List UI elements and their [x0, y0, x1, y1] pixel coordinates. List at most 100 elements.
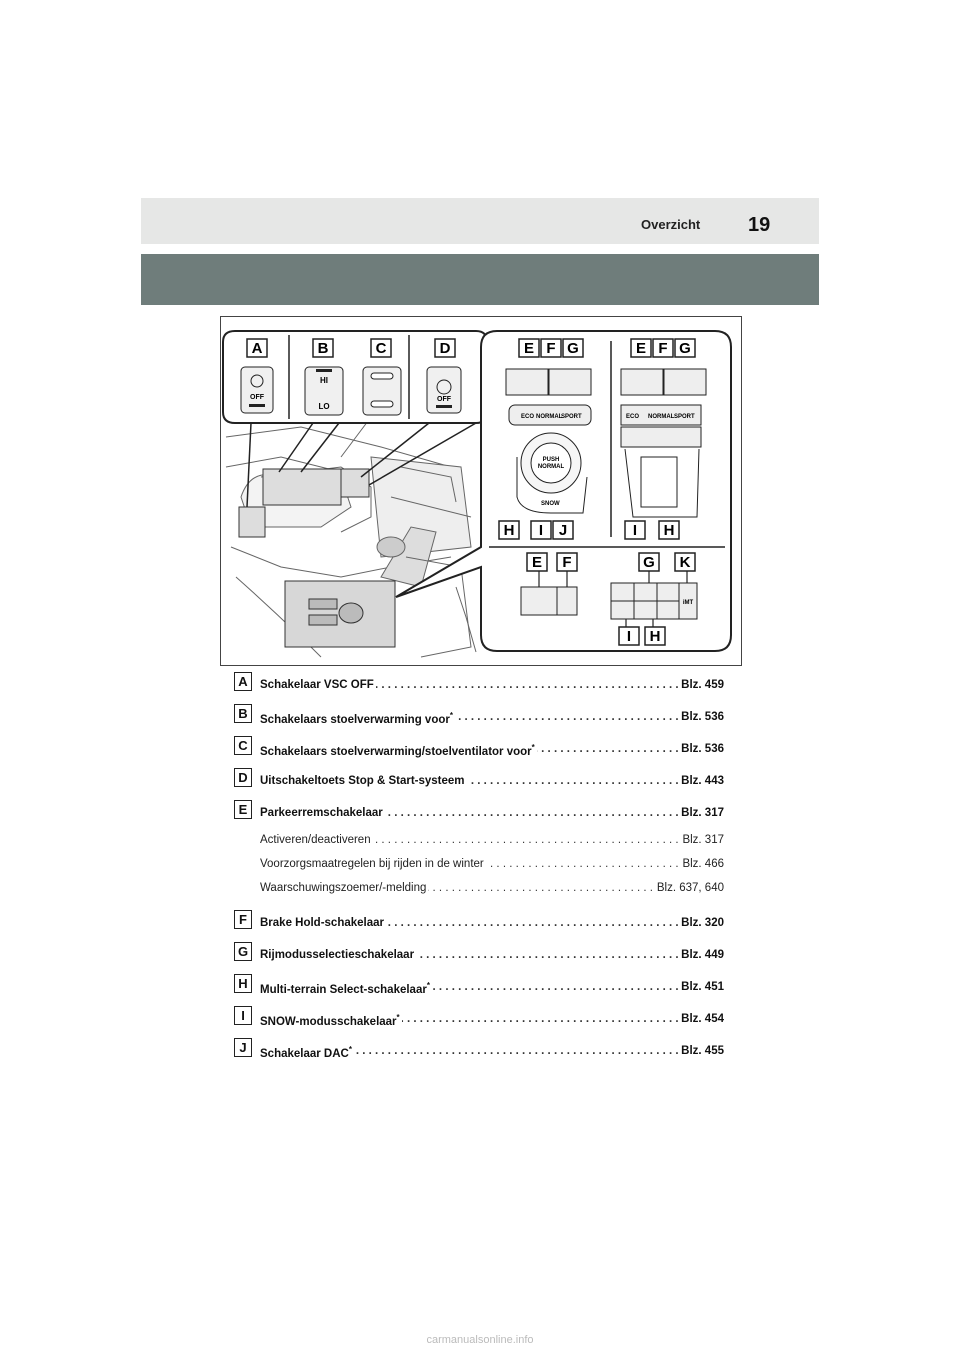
entry-page-ref[interactable]: Blz. 443 — [679, 775, 724, 787]
mode-selector-lower: iMT — [610, 582, 698, 620]
callout-G3: G — [638, 552, 660, 572]
svg-text:G: G — [679, 340, 691, 357]
entry-title-text: Schakelaar VSC OFF — [260, 679, 374, 691]
callout-E1: E — [518, 338, 540, 358]
entry-title-text: Uitschakeltoets Stop & Start-systeem — [260, 775, 465, 787]
callout-A: A — [246, 338, 268, 358]
callout-H3: H — [644, 626, 666, 646]
footnote-marker: * — [426, 981, 430, 990]
section-band — [141, 254, 819, 305]
svg-text:I: I — [627, 628, 631, 645]
svg-text:SPORT: SPORT — [561, 414, 582, 420]
entry-title-text: Parkeerremschakelaar — [260, 807, 383, 819]
dashboard-figure: OFF HI LO OFF ECO N — [220, 316, 742, 666]
svg-text:G: G — [643, 554, 655, 571]
callout-F2: F — [652, 338, 674, 358]
page-number: 19 — [748, 214, 771, 236]
svg-text:F: F — [562, 554, 571, 571]
callout-K: K — [674, 552, 696, 572]
svg-text:I: I — [633, 522, 637, 539]
svg-text:iMT: iMT — [683, 600, 694, 606]
svg-text:K: K — [680, 554, 691, 571]
switch-panel-left — [262, 468, 342, 506]
entry-c: C. . . . . . . . . . . . . . . . . . . .… — [234, 736, 724, 768]
svg-text:LO: LO — [318, 402, 329, 411]
entry-letter: J — [234, 1038, 252, 1057]
svg-text:HI: HI — [320, 376, 328, 385]
entry-letter: I — [234, 1006, 252, 1025]
entry-letter: G — [234, 942, 252, 961]
entry-page-ref[interactable]: Blz. 320 — [679, 917, 724, 929]
sub-entry-page-ref[interactable]: Blz. 317 — [680, 834, 724, 846]
entry-title: Parkeerremschakelaar — [260, 807, 385, 819]
callout-H1: H — [498, 520, 520, 540]
svg-text:ECO: ECO — [521, 414, 534, 420]
entry-title-text: Schakelaars stoelverwarming/stoelventila… — [260, 745, 532, 758]
callout-C: C — [370, 338, 392, 358]
sub-entry-title: Activeren/deactiveren — [260, 834, 373, 846]
svg-text:PUSH: PUSH — [543, 457, 560, 463]
entry-page-ref[interactable]: Blz. 449 — [679, 949, 724, 961]
brake-switches-lower — [520, 586, 578, 616]
svg-text:J: J — [559, 522, 567, 539]
callout-I1: I — [530, 520, 552, 540]
footnote-marker: * — [531, 743, 535, 752]
entry-page-ref[interactable]: Blz. 455 — [679, 1045, 724, 1057]
entry-g: G. . . . . . . . . . . . . . . . . . . .… — [234, 942, 724, 974]
entry-title-text: Brake Hold-schakelaar — [260, 917, 385, 929]
entry-title-text: SNOW-modusschakelaar — [260, 1015, 397, 1028]
header-title: Overzicht — [641, 217, 701, 232]
entry-d: D. . . . . . . . . . . . . . . . . . . .… — [234, 768, 724, 800]
sub-entry-page-ref[interactable]: Blz. 466 — [680, 858, 724, 870]
entry-page-ref[interactable]: Blz. 317 — [679, 807, 724, 819]
footnote-marker: * — [449, 711, 453, 720]
entry-letter: E — [234, 800, 252, 819]
sub-entry: . . . . . . . . . . . . . . . . . . . . … — [234, 832, 724, 856]
svg-text:B: B — [318, 340, 329, 357]
drive-mode-switch-right: ECO NORMAL SPORT — [620, 368, 707, 518]
entry-page-ref[interactable]: Blz. 454 — [679, 1013, 724, 1025]
entry-page-ref[interactable]: Blz. 536 — [679, 743, 724, 755]
entry-page-ref[interactable]: Blz. 536 — [679, 711, 724, 723]
footnote-marker: * — [396, 1013, 400, 1022]
svg-text:OFF: OFF — [437, 396, 452, 403]
callout-F1: F — [540, 338, 562, 358]
entry-f: F. . . . . . . . . . . . . . . . . . . .… — [234, 910, 724, 942]
entry-page-ref[interactable]: Blz. 451 — [679, 981, 724, 993]
entry-title-text: Rijmodusselectieschakelaar — [260, 949, 415, 961]
entries-list: A. . . . . . . . . . . . . . . . . . . .… — [234, 672, 724, 1070]
svg-text:H: H — [650, 628, 661, 645]
callout-E3: E — [526, 552, 548, 572]
drive-mode-switch-left: ECO NORMAL SPORT PUSH NORMAL SNOW — [505, 368, 592, 514]
entry-page-ref[interactable]: Blz. 459 — [679, 679, 724, 691]
leader-dots: . . . . . . . . . . . . . . . . . . . . … — [260, 834, 724, 846]
callout-G1: G — [562, 338, 584, 358]
leader-dots: . . . . . . . . . . . . . . . . . . . . … — [260, 1045, 724, 1057]
footer: carmanualsonline.info — [0, 1330, 960, 1348]
entry-letter: C — [234, 736, 252, 755]
entry-title: Rijmodusselectieschakelaar — [260, 949, 417, 961]
sub-entry: . . . . . . . . . . . . . . . . . . . . … — [234, 856, 724, 880]
callout-B: B — [312, 338, 334, 358]
sub-entry-page-ref[interactable]: Blz. 637, 640 — [654, 882, 724, 894]
entry-letter: H — [234, 974, 252, 993]
svg-text:E: E — [524, 340, 534, 357]
callout-G2: G — [674, 338, 696, 358]
callout-I3: I — [618, 626, 640, 646]
svg-text:D: D — [440, 340, 451, 357]
entry-title: Schakelaar VSC OFF — [260, 679, 376, 691]
sub-entry-title: Voorzorgsmaatregelen bij rijden in de wi… — [260, 858, 486, 870]
svg-text:H: H — [504, 522, 515, 539]
svg-text:SPORT: SPORT — [674, 414, 695, 420]
entry-title: SNOW-modusschakelaar* — [260, 1013, 402, 1028]
callout-E2: E — [630, 338, 652, 358]
svg-text:F: F — [546, 340, 555, 357]
svg-text:H: H — [664, 522, 675, 539]
entry-e: E. . . . . . . . . . . . . . . . . . . .… — [234, 800, 724, 832]
svg-text:E: E — [532, 554, 542, 571]
switch-panel-vsc — [238, 506, 266, 538]
callout-F3: F — [556, 552, 578, 572]
svg-text:I: I — [539, 522, 543, 539]
stop-start-off-button: OFF — [426, 366, 462, 414]
callout-H2: H — [658, 520, 680, 540]
